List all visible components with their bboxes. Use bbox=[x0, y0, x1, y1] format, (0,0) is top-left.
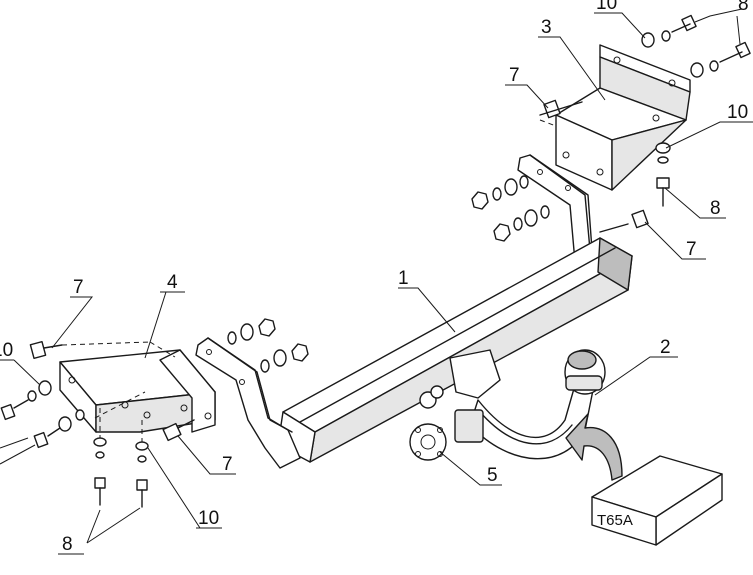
callout-4: 4 bbox=[167, 272, 178, 293]
electrical-socket bbox=[409, 349, 501, 461]
callout-8-right-middle: 8 bbox=[710, 198, 721, 219]
callout-10-left-bottom: 10 bbox=[198, 508, 219, 529]
right-side-arm bbox=[517, 154, 611, 263]
kit-box: T65A bbox=[591, 455, 723, 546]
callout-10-left-top: 10 bbox=[0, 340, 13, 361]
tow-ball bbox=[564, 349, 606, 395]
callout-labels: 1 2 3 4 5 7 7 7 7 8 8 8 10 10 10 10 bbox=[0, 0, 753, 555]
callout-8-right-top: 8 bbox=[738, 0, 749, 15]
callout-7-right-top: 7 bbox=[509, 65, 520, 86]
tow-ball-neck bbox=[469, 384, 594, 460]
callout-7-left-top: 7 bbox=[73, 277, 84, 298]
kit-box-code: T65A bbox=[597, 512, 633, 529]
callout-10-right-middle: 10 bbox=[727, 102, 748, 123]
callout-7-right-bottom: 7 bbox=[686, 239, 697, 260]
left-bracket-nuts-washers bbox=[227, 318, 309, 373]
right-bracket-nuts-washers bbox=[471, 175, 550, 242]
callout-5: 5 bbox=[487, 465, 498, 486]
callout-7-left-bottom: 7 bbox=[222, 454, 233, 475]
left-side-arm bbox=[195, 337, 301, 469]
callout-8-left-bottom: 8 bbox=[62, 534, 73, 555]
callout-10-right-top: 10 bbox=[596, 0, 617, 14]
callout-1: 1 bbox=[398, 268, 409, 289]
callout-2: 2 bbox=[660, 337, 671, 358]
callout-3: 3 bbox=[541, 17, 552, 38]
right-mounting-bracket bbox=[555, 44, 691, 191]
left-bracket-bolts bbox=[0, 340, 195, 508]
curved-arrow bbox=[565, 413, 623, 481]
right-bracket-bolts bbox=[539, 14, 751, 233]
left-mounting-bracket bbox=[59, 349, 216, 433]
